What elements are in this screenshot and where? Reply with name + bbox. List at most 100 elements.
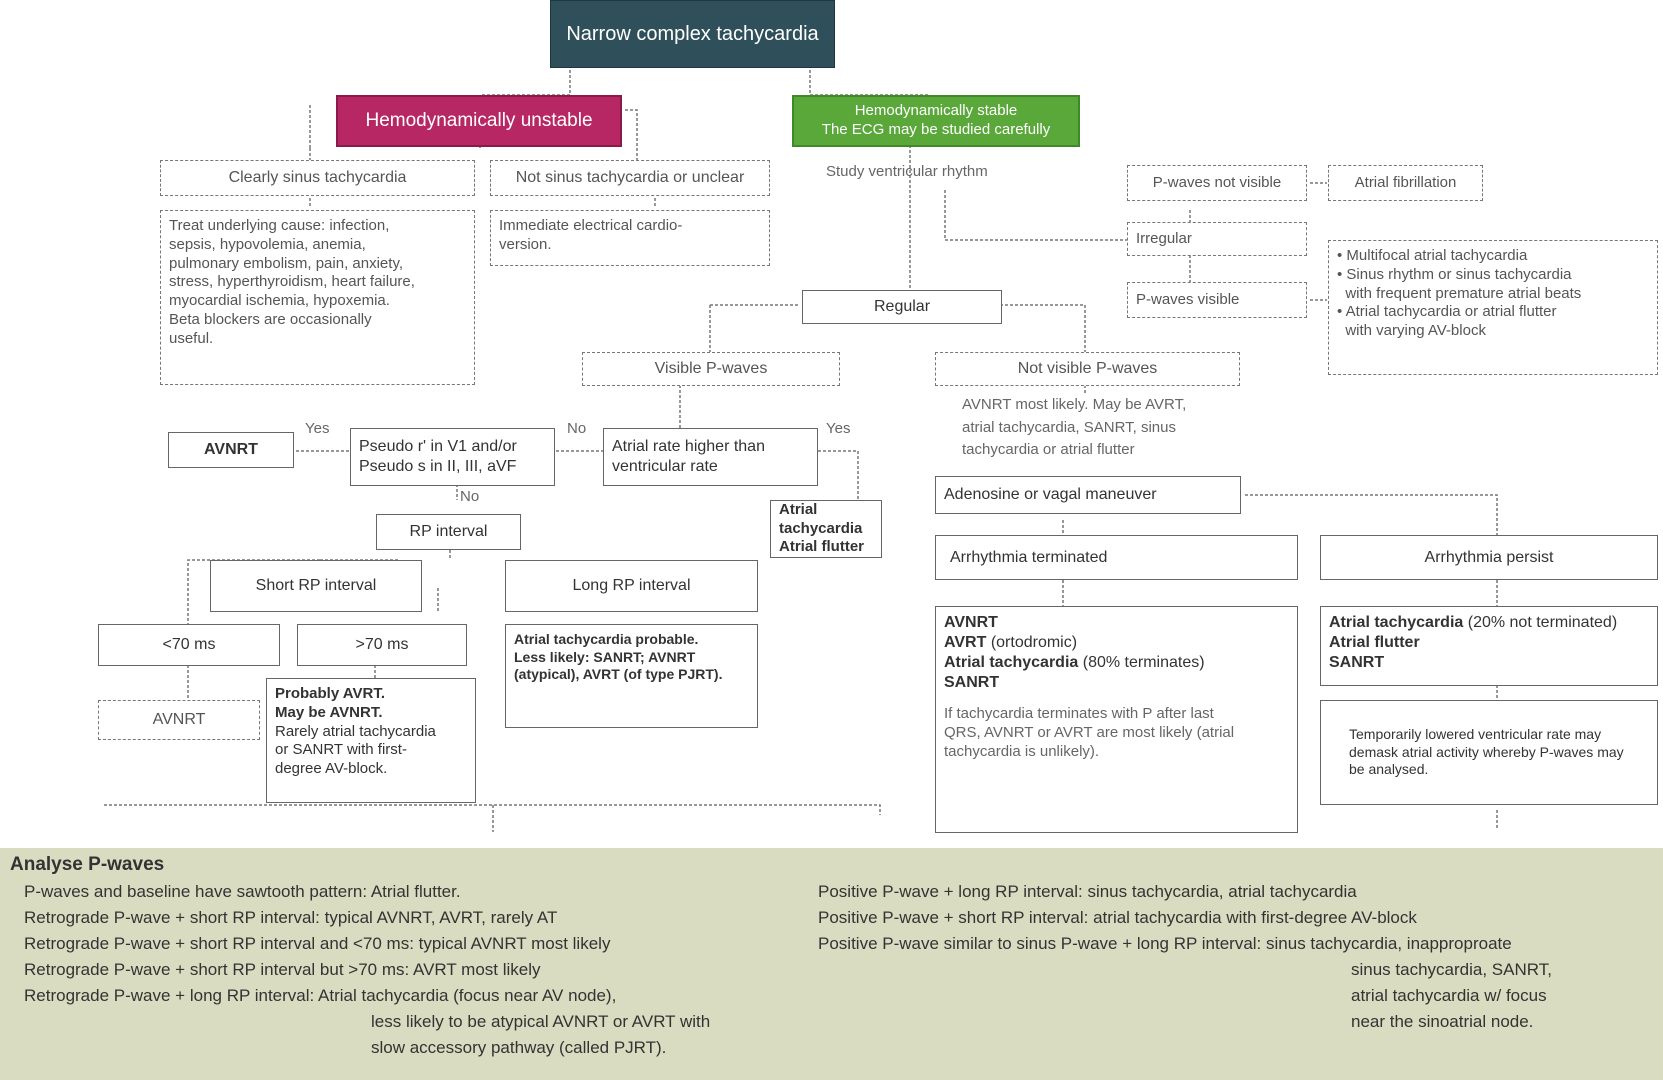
unstable-node: Hemodynamically unstable <box>336 95 622 147</box>
panel-right-3: Positive P-wave similar to sinus P-wave … <box>818 934 1512 953</box>
rarely-line-3: degree AV-block. <box>275 760 388 777</box>
visible-pwaves-box: Visible P-waves <box>582 352 840 386</box>
term-avrt: AVRT <box>944 634 987 651</box>
tach-flutter-line-1: Atrial tachycardia <box>779 500 863 537</box>
gt70-box: >70 ms <box>297 624 467 666</box>
term-sanrt: SANRT <box>944 674 1000 691</box>
panel-right-2: Positive P-wave + short RP interval: atr… <box>818 908 1417 927</box>
no-label-1: No <box>567 420 587 437</box>
terminated-label: Arrhythmia terminated <box>950 548 1108 566</box>
stable-label-1: Hemodynamically stable <box>854 102 1018 120</box>
rarely-line-2: or SANRT with first- <box>275 741 407 759</box>
panel-left-5: Retrograde P-wave + long RP interval: At… <box>24 986 617 1005</box>
treat-line-5: myocardial ischemia, hypoxemia. <box>169 292 390 309</box>
panel-left-7: slow accessory pathway (called PJRT). <box>371 1038 667 1057</box>
long-rp-box: Long RP interval <box>505 560 758 612</box>
long-result-line-1: Atrial tachycardia probable. <box>514 631 699 647</box>
treat-line-4: stress, hyperthyroidism, heart failure, <box>169 273 415 291</box>
no-label-2: No <box>460 488 480 505</box>
tach-flutter-box: Atrial tachycardia Atrial flutter <box>770 500 882 558</box>
short-rp-box: Short RP interval <box>210 560 422 612</box>
afib-label: Atrial fibrillation <box>1354 173 1457 191</box>
persist-at-suffix: (20% not terminated) <box>1467 614 1618 631</box>
irregular-list-2: • Sinus rhythm or sinus tachycardia <box>1337 265 1572 283</box>
not-visible-pwaves-label: Not visible P-waves <box>1017 360 1158 377</box>
yes-label-1: Yes <box>305 420 330 437</box>
tach-flutter-line-2: Atrial flutter <box>779 538 865 556</box>
root-node: Narrow complex tachycardia <box>550 0 835 68</box>
atrial-rate-line-1: Atrial rate higher than <box>612 438 765 455</box>
analyse-pwaves-panel: Analyse P-waves P-waves and baseline hav… <box>0 848 1663 1080</box>
panel-right-1: Positive P-wave + long RP interval: sinu… <box>818 882 1357 901</box>
pwaves-visible-box: P-waves visible <box>1127 282 1307 318</box>
persist-at: Atrial tachycardia <box>1329 614 1464 631</box>
panel-left-1: P-waves and baseline have sawtooth patte… <box>24 882 461 901</box>
persist-note-box: Temporarily lowered ventricular rate may… <box>1320 700 1658 805</box>
panel-left-4: Retrograde P-wave + short RP interval bu… <box>24 960 541 979</box>
panel-right-4: sinus tachycardia, SANRT, <box>1351 960 1552 979</box>
sinus-box: Clearly sinus tachycardia <box>160 160 475 196</box>
treat-line-6: Beta blockers are occasionally <box>169 310 372 328</box>
term-avnrt: AVNRT <box>944 614 998 631</box>
not-visible-note-1: AVNRT most likely. May be AVRT, <box>962 396 1187 413</box>
irregular-list-3: with frequent premature atrial beats <box>1337 284 1582 302</box>
not-sinus-label: Not sinus tachycardia or unclear <box>515 169 745 186</box>
not-visible-note: AVNRT most likely. May be AVRT, atrial t… <box>962 394 1186 462</box>
panel-right-5: atrial tachycardia w/ focus <box>1351 986 1547 1005</box>
irregular-list-1: • Multifocal atrial tachycardia <box>1337 247 1528 264</box>
atrial-rate-line-2: ventricular rate <box>612 458 718 475</box>
persist-result-box: Atrial tachycardia (20% not terminated) … <box>1320 606 1658 686</box>
term-avrt-suffix: (ortodromic) <box>990 634 1078 651</box>
avnrt2-label: AVNRT <box>152 711 206 728</box>
rp-interval-label: RP interval <box>409 523 488 540</box>
treat-line-7: useful. <box>169 329 214 347</box>
term-note-2: QRS, AVNRT or AVRT are most likely (atri… <box>944 723 1235 741</box>
long-result-box: Atrial tachycardia probable. Less likely… <box>505 624 758 728</box>
study-label: Study ventricular rhythm <box>826 163 988 180</box>
pseudo-line-2: Pseudo s in II, III, aVF <box>359 458 517 475</box>
term-at-suffix: (80% terminates) <box>1082 654 1205 671</box>
terminated-result-box: AVNRT AVRT (ortodromic) Atrial tachycard… <box>935 606 1298 833</box>
panel-left-3: Retrograde P-wave + short RP interval an… <box>24 934 611 953</box>
persist-note-2: demask atrial activity whereby P-waves m… <box>1349 743 1624 760</box>
panel-heading: Analyse P-waves <box>10 854 165 875</box>
pseudo-line-1: Pseudo r' in V1 and/or <box>359 438 517 455</box>
short-rp-label: Short RP interval <box>255 577 377 594</box>
irregular-list-4: • Atrial tachycardia or atrial flutter <box>1337 303 1557 321</box>
root-label: Narrow complex tachycardia <box>566 22 819 45</box>
long-rp-label: Long RP interval <box>572 577 691 594</box>
not-visible-pwaves-box: Not visible P-waves <box>935 352 1240 386</box>
persist-note-3: be analysed. <box>1349 761 1429 778</box>
long-result-line-3: (atypical), AVRT (of type PJRT). <box>514 666 723 682</box>
not-visible-note-3: tachycardia or atrial flutter <box>962 441 1135 458</box>
visible-pwaves-label: Visible P-waves <box>654 360 768 377</box>
pwaves-not-visible-label: P-waves not visible <box>1152 173 1282 191</box>
irregular-label: Irregular <box>1136 229 1192 247</box>
treat-box: Treat underlying cause: infection, sepsi… <box>160 210 475 385</box>
long-result-line-2: Less likely: SANRT; AVNRT <box>514 648 696 665</box>
avnrt2-box: AVNRT <box>98 700 260 740</box>
regular-label: Regular <box>873 298 931 315</box>
rarely-line-1: Rarely atrial tachycardia <box>275 722 436 740</box>
unstable-label: Hemodynamically unstable <box>365 110 593 132</box>
lt70-label: <70 ms <box>162 636 216 653</box>
adenosine-box: Adenosine or vagal maneuver <box>935 476 1241 514</box>
persist-flutter: Atrial flutter <box>1329 634 1420 651</box>
panel-right-6: near the sinoatrial node. <box>1351 1012 1534 1031</box>
persist-box: Arrhythmia persist <box>1320 535 1658 580</box>
treat-line-3: pulmonary embolism, pain, anxiety, <box>169 254 403 272</box>
rp-interval-box: RP interval <box>376 514 521 550</box>
term-at: Atrial tachycardia <box>944 654 1079 671</box>
panel-left-2: Retrograde P-wave + short RP interval: t… <box>24 908 558 927</box>
treat-line-2: sepsis, hypovolemia, anemia, <box>169 235 366 253</box>
panel-left-6: less likely to be atypical AVNRT or AVRT… <box>371 1012 711 1031</box>
irregular-list-5: with varying AV-block <box>1337 322 1486 339</box>
pseudo-box: Pseudo r' in V1 and/or Pseudo s in II, I… <box>350 428 555 486</box>
terminated-box: Arrhythmia terminated <box>935 535 1298 580</box>
gt70-label: >70 ms <box>355 636 409 653</box>
treat-line-1: Treat underlying cause: infection, <box>169 217 390 234</box>
adenosine-label: Adenosine or vagal maneuver <box>944 486 1157 503</box>
cardio-line-1: Immediate electrical cardio- <box>499 217 683 234</box>
pwaves-not-visible-box: P-waves not visible <box>1127 165 1307 201</box>
afib-box: Atrial fibrillation <box>1328 165 1483 201</box>
